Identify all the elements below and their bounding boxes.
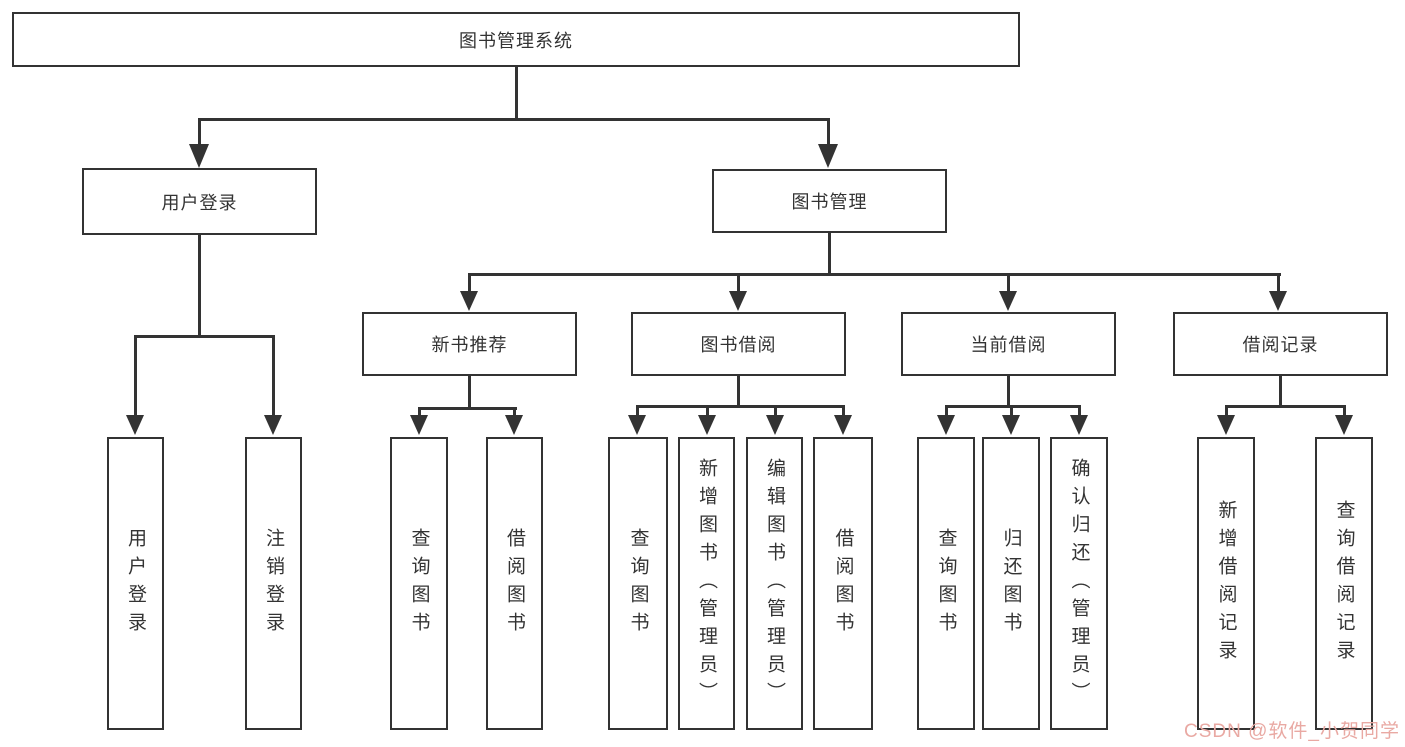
connector-drop (1343, 405, 1346, 417)
node-label: 确认归还（管理员） (1068, 457, 1090, 710)
arrow-down-icon (999, 291, 1017, 311)
connector-current-stem (1007, 376, 1010, 405)
node-label: 编辑图书（管理员） (764, 457, 785, 710)
connector-recommend-drop (468, 273, 471, 293)
node-leaf-edit-book-admin: 编辑图书（管理员） (746, 437, 803, 730)
node-label: 用户登录 (125, 527, 146, 640)
connector-drop (1225, 405, 1228, 417)
connector-root-stem (515, 67, 518, 118)
node-new-book-recommend: 新书推荐 (362, 312, 577, 376)
connector-recommend-stem (468, 376, 471, 407)
connector-drop (513, 407, 516, 417)
connector-drop (1078, 405, 1081, 417)
node-label: 用户登录 (161, 192, 238, 213)
node-library-management-system: 图书管理系统 (12, 12, 1020, 67)
arrow-down-icon (1070, 415, 1088, 435)
node-leaf-borrow-books: 借阅图书 (813, 437, 873, 730)
arrow-down-icon (410, 415, 428, 435)
node-leaf-add-book-admin: 新增图书（管理员） (678, 437, 735, 730)
connector-records-rail (1225, 405, 1346, 408)
arrow-down-icon (1217, 415, 1235, 435)
node-leaf-query-books-borrowing: 查询图书 (608, 437, 668, 730)
watermark: CSDN @软件_小贺同学 (1184, 721, 1400, 742)
arrow-down-icon (628, 415, 646, 435)
node-label: 查询图书 (408, 527, 430, 640)
connector-drop (945, 405, 948, 417)
node-leaf-logout: 注销登录 (245, 437, 302, 730)
arrow-down-icon (126, 415, 144, 435)
connector-current-drop (1007, 273, 1010, 293)
node-leaf-confirm-return-admin: 确认归还（管理员） (1050, 437, 1108, 730)
connector-drop (418, 407, 421, 417)
arrow-down-icon (1269, 291, 1287, 311)
arrow-down-icon (460, 291, 478, 311)
arrow-down-icon (505, 415, 523, 435)
arrow-down-icon (834, 415, 852, 435)
connector-user-stem (198, 235, 201, 335)
node-user-login: 用户登录 (82, 168, 317, 235)
node-leaf-query-books-current: 查询图书 (917, 437, 975, 730)
node-leaf-borrow-books-recommend: 借阅图书 (486, 437, 543, 730)
arrow-down-icon (189, 144, 209, 168)
connector-level3-rail (468, 273, 1281, 276)
connector-user-child2-drop (272, 335, 275, 417)
node-leaf-user-login: 用户登录 (107, 437, 164, 730)
node-label: 图书借阅 (700, 335, 777, 355)
node-label: 借阅记录 (1242, 335, 1319, 355)
arrow-down-icon (1335, 415, 1353, 435)
node-book-management: 图书管理 (712, 169, 947, 233)
node-current-borrowing: 当前借阅 (901, 312, 1116, 376)
connector-drop (774, 405, 777, 417)
node-label: 借阅图书 (504, 527, 525, 640)
arrow-down-icon (1002, 415, 1020, 435)
node-label: 借阅图书 (832, 527, 854, 640)
node-leaf-query-borrow-record: 查询借阅记录 (1315, 437, 1373, 730)
node-label: 归还图书 (1000, 527, 1022, 640)
node-label: 新书推荐 (431, 335, 508, 355)
connector-user-login-drop (198, 118, 201, 146)
connector-current-rail (945, 405, 1081, 408)
arrow-down-icon (729, 291, 747, 311)
connector-borrowing-stem (737, 376, 740, 405)
connector-book-mgmt-drop (827, 118, 830, 146)
connector-drop (706, 405, 709, 417)
connector-records-drop (1277, 273, 1280, 293)
connector-recommend-rail (418, 407, 517, 410)
connector-level2-rail (198, 118, 830, 121)
arrow-down-icon (698, 415, 716, 435)
node-book-borrowing: 图书借阅 (631, 312, 846, 376)
node-label: 图书管理 (791, 192, 868, 212)
connector-drop (636, 405, 639, 417)
arrow-down-icon (264, 415, 282, 435)
arrow-down-icon (937, 415, 955, 435)
arrow-down-icon (766, 415, 784, 435)
node-label: 新增图书（管理员） (696, 457, 717, 710)
node-label: 查询图书 (935, 527, 957, 640)
node-label: 新增借阅记录 (1215, 499, 1237, 668)
connector-records-stem (1279, 376, 1282, 405)
node-label: 当前借阅 (970, 335, 1047, 355)
node-label: 查询借阅记录 (1333, 499, 1355, 668)
connector-drop (842, 405, 845, 417)
connector-mgmt-stem (828, 233, 831, 273)
connector-user-child1-drop (134, 335, 137, 417)
arrow-down-icon (818, 144, 838, 168)
connector-user-rail (134, 335, 275, 338)
node-borrowing-records: 借阅记录 (1173, 312, 1388, 376)
node-leaf-return-book: 归还图书 (982, 437, 1040, 730)
connector-borrowing-rail (636, 405, 845, 408)
node-label: 查询图书 (627, 527, 649, 640)
connector-drop (1010, 405, 1013, 417)
connector-borrow-drop (737, 273, 740, 293)
node-leaf-query-books-recommend: 查询图书 (390, 437, 448, 730)
node-label: 注销登录 (263, 527, 284, 640)
node-label: 图书管理系统 (459, 30, 573, 51)
node-leaf-add-borrow-record: 新增借阅记录 (1197, 437, 1255, 730)
